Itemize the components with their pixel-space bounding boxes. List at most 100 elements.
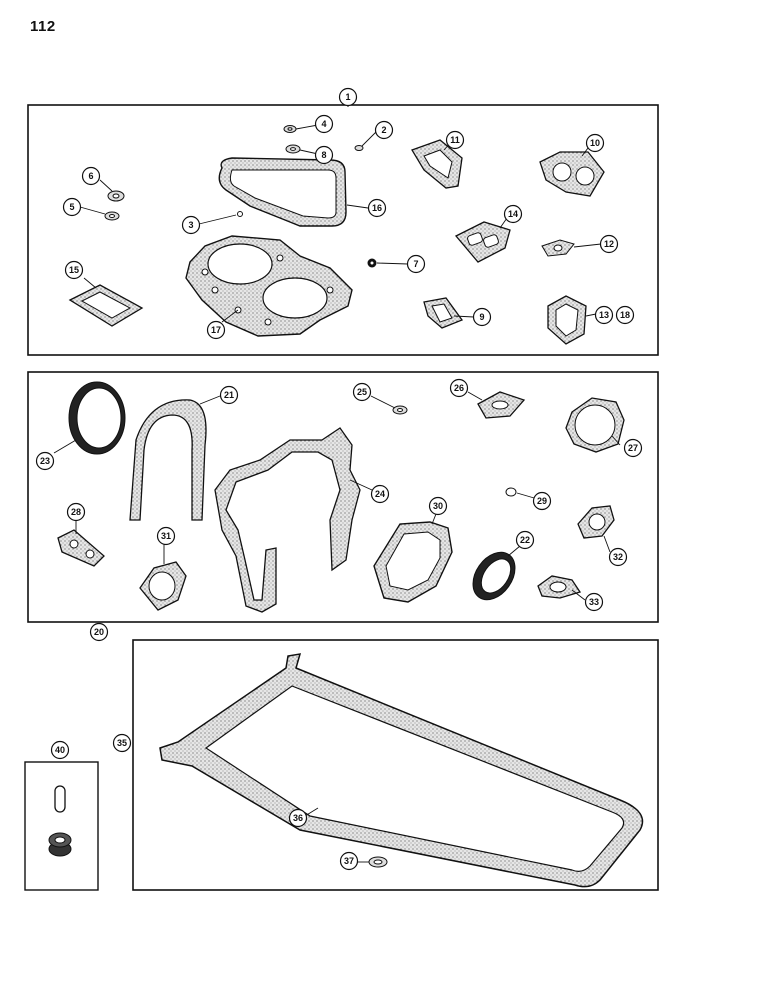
callout-label: 1: [345, 92, 350, 102]
callout-circle: [35, 451, 55, 471]
plug-7: [367, 258, 377, 268]
callout-circle: [219, 385, 239, 405]
callout-35: 35: [112, 733, 132, 753]
callout-label: 13: [599, 310, 609, 320]
callout-5: 5: [62, 197, 82, 217]
gasket-26: [477, 391, 526, 419]
o-ring-29: [505, 487, 517, 497]
callout-circle: [314, 114, 334, 134]
callout-label: 10: [590, 138, 600, 148]
callout-label: 35: [117, 738, 127, 748]
callout-label: 25: [357, 387, 367, 397]
front-crankshaft-seal: [68, 381, 126, 455]
callout-4: 4: [314, 114, 334, 134]
callout-circle: [112, 733, 132, 753]
washer-8: [285, 144, 301, 154]
callout-14: 14: [503, 204, 523, 224]
page-number: 112: [30, 18, 56, 35]
gasket-32: [577, 505, 615, 539]
callout-circle: [623, 438, 643, 458]
callout-circle: [314, 145, 334, 165]
callout-28: 28: [66, 502, 86, 522]
small-washer-5: [104, 211, 120, 221]
callout-circle: [594, 305, 614, 325]
callout-label: 12: [604, 239, 614, 249]
callout-40: 40: [50, 740, 70, 760]
washer-2: [354, 145, 364, 151]
callout-10: 10: [585, 133, 605, 153]
callout-label: 6: [88, 171, 93, 181]
callout-37: 37: [339, 851, 359, 871]
callout-circle: [428, 496, 448, 516]
callout-circle: [352, 382, 372, 402]
round-flange-gasket-27: [565, 397, 625, 453]
callout-circle: [89, 622, 109, 642]
callout-circle: [181, 215, 201, 235]
gasket-28: [57, 529, 105, 567]
twin-port-gasket-14: [454, 221, 511, 263]
callout-12: 12: [599, 234, 619, 254]
callout-label: 24: [375, 489, 385, 499]
callout-label: 17: [211, 325, 221, 335]
callout-circle: [449, 378, 469, 398]
gasket-9: [423, 297, 464, 329]
callout-26: 26: [449, 378, 469, 398]
oil-pan-gasket-frame: [132, 639, 659, 891]
callout-17: 17: [206, 320, 226, 340]
callout-23: 23: [35, 451, 55, 471]
callout-20: 20: [89, 622, 109, 642]
callout-1: 1: [338, 87, 358, 107]
callout-circle: [50, 740, 70, 760]
callout-label: 11: [450, 135, 460, 145]
callout-circle: [585, 133, 605, 153]
callout-label: 40: [55, 745, 65, 755]
gasket-13-18: [547, 295, 587, 345]
callout-label: 37: [344, 856, 354, 866]
oil-pan-gasket: [159, 653, 644, 888]
callout-label: 29: [537, 496, 547, 506]
callout-circle: [66, 502, 86, 522]
leader-lines: [53, 124, 621, 863]
callout-label: 8: [321, 150, 326, 160]
valve-cover-gasket: [218, 157, 347, 227]
washer-25: [392, 405, 408, 415]
callout-21: 21: [219, 385, 239, 405]
callout-circle: [608, 547, 628, 567]
callout-circle: [62, 197, 82, 217]
callout-label: 31: [161, 531, 171, 541]
callout-circle: [515, 530, 535, 550]
callout-27: 27: [623, 438, 643, 458]
callout-label: 30: [433, 501, 443, 511]
callout-25: 25: [352, 382, 372, 402]
callout-3: 3: [181, 215, 201, 235]
seal-kit-parts: [48, 785, 72, 857]
callout-circle: [445, 130, 465, 150]
callout-label: 33: [589, 597, 599, 607]
callout-label: 22: [520, 535, 530, 545]
timing-case-gasket: [214, 427, 361, 613]
callout-16: 16: [367, 198, 387, 218]
callout-circle: [338, 87, 358, 107]
callout-label: 9: [479, 312, 484, 322]
callout-circle: [374, 120, 394, 140]
callout-label: 23: [40, 456, 50, 466]
callout-circle: [64, 260, 84, 280]
exhaust-gasket-10: [539, 151, 605, 197]
callout-label: 27: [628, 443, 638, 453]
upper-gasket-set-frame: [27, 104, 659, 356]
callout-circle: [370, 484, 390, 504]
callout-circle: [615, 305, 635, 325]
callout-32: 32: [608, 547, 628, 567]
callout-circle: [367, 198, 387, 218]
callout-31: 31: [156, 526, 176, 546]
washer-4: [283, 125, 297, 133]
drain-plug-washer-37: [368, 856, 388, 868]
callout-36: 36: [288, 808, 308, 828]
gasket-11: [411, 139, 463, 189]
callout-11: 11: [445, 130, 465, 150]
callout-label: 3: [188, 220, 193, 230]
gasket-31: [139, 561, 187, 611]
small-washer-6: [107, 190, 125, 202]
callout-6: 6: [81, 166, 101, 186]
